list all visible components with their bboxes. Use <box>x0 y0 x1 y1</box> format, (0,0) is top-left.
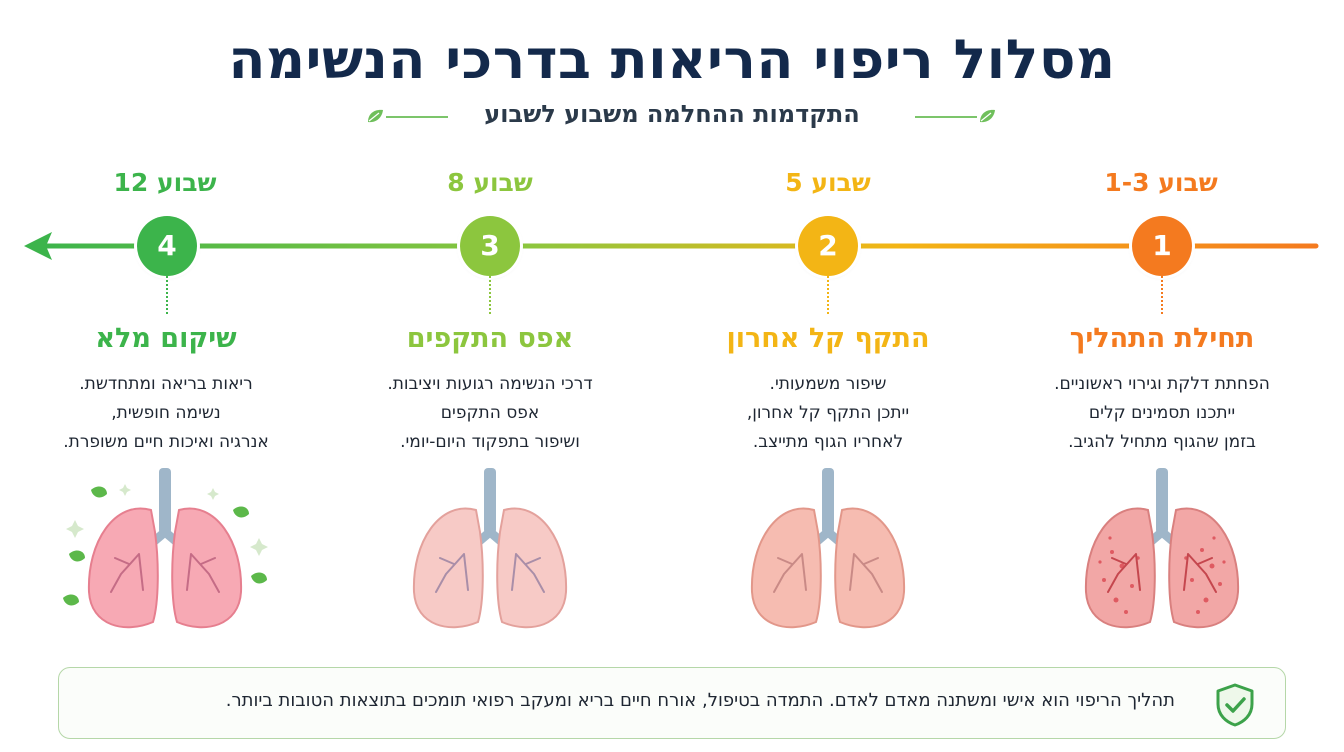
footer-text: תהליך הריפוי הוא אישי ומשתנה מאדם לאדם. … <box>225 690 1175 711</box>
stage-connector-4 <box>166 276 168 314</box>
stage-node-1: 1 <box>1132 216 1192 276</box>
stage-node-3: 3 <box>460 216 520 276</box>
subtitle-row: התקדמות ההחלמה משבוע לשבוע <box>0 100 1344 132</box>
description-line: נשימה חופשית, <box>111 403 221 423</box>
week-label-2: שבוע 5 <box>785 168 871 197</box>
stage-connector-3 <box>489 276 491 314</box>
stage-description-4: ריאות בריאה ומתחדשת. נשימה חופשית, אנרגי… <box>16 370 316 457</box>
stage-node-4: 4 <box>137 216 197 276</box>
description-line: לאחריו הגוף מתייצב. <box>752 432 904 452</box>
stage-connector-1 <box>1161 276 1163 314</box>
description-line: דרכי הנשימה רגועות ויציבות. <box>387 374 593 394</box>
stage-title-4: שיקום מלא <box>95 323 237 354</box>
stage-connector-2 <box>827 276 829 314</box>
description-line: הפחתת דלקת וגירוי ראשוניים. <box>1054 374 1270 394</box>
stage-description-1: הפחתת דלקת וגירוי ראשוניים. ייתכנו תסמינ… <box>1012 370 1312 457</box>
subtitle-divider-left <box>386 116 448 118</box>
stage-node-2: 2 <box>798 216 858 276</box>
description-line: ושיפור בתפקוד היום-יומי. <box>400 432 580 452</box>
timeline-arrow-icon <box>24 232 52 260</box>
week-label-4: שבוע 12 <box>113 168 217 197</box>
week-label-3: שבוע 8 <box>447 168 533 197</box>
description-line: אפס התקפים <box>440 403 540 423</box>
page-subtitle: התקדמות ההחלמה משבוע לשבוע <box>484 100 860 128</box>
stage-title-3: אפס התקפים <box>406 323 574 354</box>
leaf-icon <box>368 109 383 123</box>
description-line: שיפור משמעותי. <box>769 374 887 394</box>
description-line: אנרגיה ואיכות חיים משופרת. <box>63 432 269 452</box>
healing-lungs-icon <box>750 468 906 629</box>
stage-title-2: התקף קל אחרון <box>726 323 930 354</box>
subtitle-divider-right <box>915 116 977 118</box>
healthy-lungs-icon <box>63 468 268 629</box>
stage-description-3: דרכי הנשימה רגועות ויציבות. אפס התקפים ו… <box>340 370 640 457</box>
leaf-icon <box>980 109 995 123</box>
week-label-1: שבוע 1-3 <box>1104 168 1218 197</box>
footer-note: תהליך הריפוי הוא אישי ומשתנה מאדם לאדם. … <box>58 667 1286 739</box>
description-line: ייתכנו תסמינים קלים <box>1088 403 1236 423</box>
page-title: מסלול ריפוי הריאות בדרכי הנשימה <box>228 28 1116 91</box>
stage-description-2: שיפור משמעותי. ייתכן התקף קל אחרון, לאחר… <box>678 370 978 457</box>
shield-check-icon <box>1216 683 1254 727</box>
stage-title-1: תחילת התהליך <box>1069 323 1255 354</box>
description-line: בזמן שהגוף מתחיל להגיב. <box>1068 432 1256 452</box>
calm-lungs-icon <box>412 468 568 629</box>
description-line: ריאות בריאה ומתחדשת. <box>79 374 253 394</box>
inflamed-lungs-icon <box>1084 468 1240 629</box>
description-line: ייתכן התקף קל אחרון, <box>746 403 910 423</box>
